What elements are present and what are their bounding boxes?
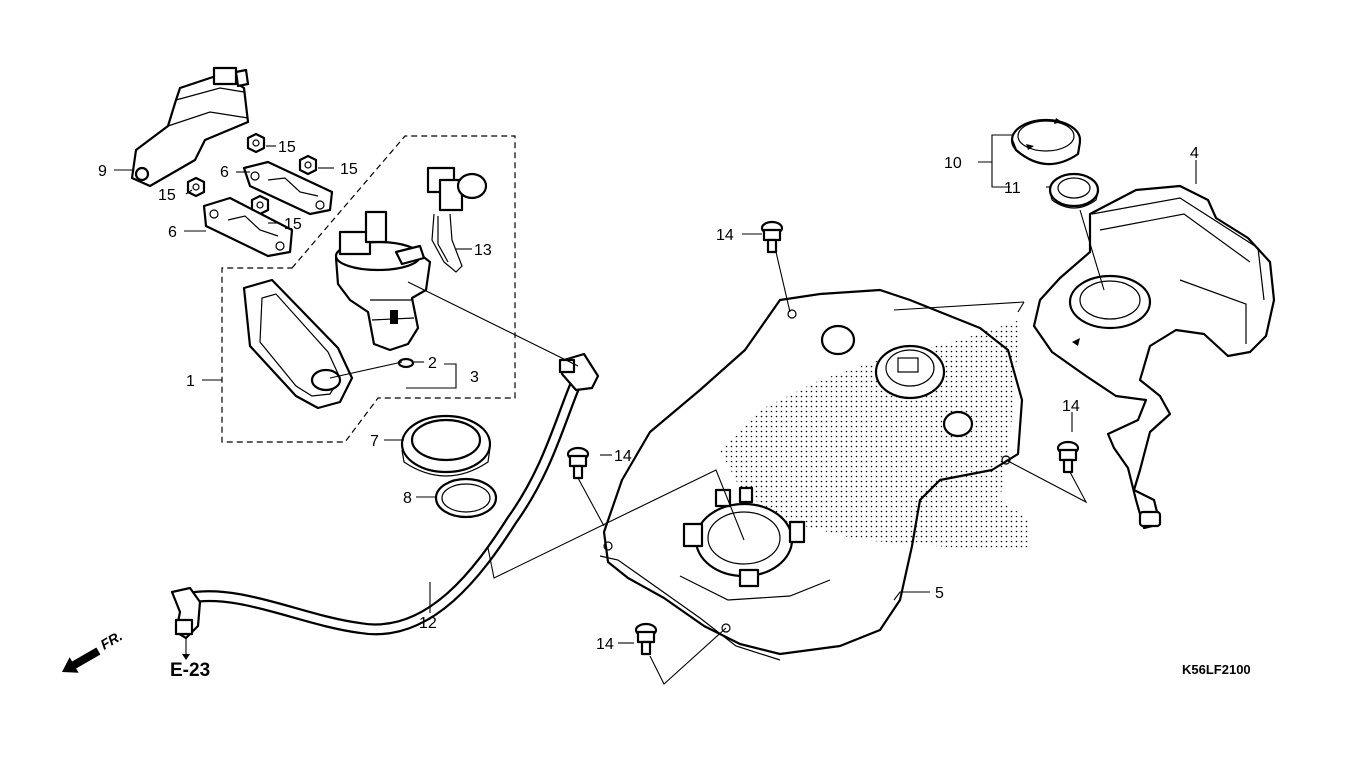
callout-13: 13: [474, 242, 492, 259]
callout-9: 9: [98, 163, 107, 180]
part-12-fuel-hose: [170, 352, 600, 660]
callout-15-b: 15: [340, 161, 358, 178]
part-10-fuel-cap: [1010, 118, 1082, 166]
callout-14-bottom: 14: [596, 636, 614, 653]
part-15-nut-a: [246, 132, 266, 154]
part-11-cap-gasket: [1048, 172, 1100, 209]
callout-7: 7: [370, 433, 379, 450]
part-9-cover: [130, 66, 250, 188]
callout-3: 3: [470, 369, 479, 386]
front-direction-arrow-icon: [62, 647, 101, 673]
callout-6-upper: 6: [220, 164, 229, 181]
part-14-bolt-c: [1056, 440, 1080, 474]
front-direction-indicator: FR.: [62, 627, 126, 673]
part-1-fuel-pump-seal-ring: [242, 278, 354, 410]
callout-15-c: 15: [158, 187, 176, 204]
callout-15-a: 15: [278, 139, 296, 156]
part-8-o-ring: [434, 477, 498, 519]
page-reference: E-23: [170, 660, 210, 681]
callout-12: 12: [419, 615, 437, 632]
callout-14-top: 14: [716, 227, 734, 244]
callout-10: 10: [944, 155, 962, 172]
callout-4: 4: [1190, 145, 1199, 162]
part-4-inner-cover: [1032, 184, 1276, 530]
callout-14-right: 14: [1062, 398, 1080, 415]
part-6-bracket-lower: [202, 196, 294, 258]
front-direction-label: FR.: [98, 627, 126, 652]
part-5-fuel-tank: [599, 288, 1030, 661]
part-7-packing: [400, 414, 492, 477]
callout-8: 8: [403, 490, 412, 507]
part-14-bolt-b: [566, 446, 590, 480]
callout-labels: 1 2 3 4 5 6 6 7 8 9 10 11 12 13 14 14 14…: [98, 139, 1199, 653]
drawing-code: K56LF2100: [1182, 662, 1251, 677]
callout-leaders: [114, 134, 1197, 644]
callout-6-lower: 6: [168, 224, 177, 241]
part-2-washer: [397, 357, 415, 369]
part-14-bolt-d: [634, 622, 658, 656]
part-6-bracket-upper: [242, 160, 334, 216]
assembly-lines: [329, 209, 1105, 685]
part-15-nut-c: [186, 176, 206, 198]
callout-15-d: 15: [284, 216, 302, 233]
callout-14-left: 14: [614, 448, 632, 465]
part-14-bolt-a: [760, 220, 784, 254]
part-1-fuel-pump: [334, 210, 432, 352]
callout-5: 5: [935, 585, 944, 602]
part-15-nut-b: [298, 154, 318, 176]
part-13-fuel-level-sensor: [426, 166, 488, 273]
assembly-group-boundary: [221, 135, 516, 443]
callout-2: 2: [428, 355, 437, 372]
callout-11: 11: [1004, 180, 1021, 197]
callout-1: 1: [186, 373, 195, 390]
